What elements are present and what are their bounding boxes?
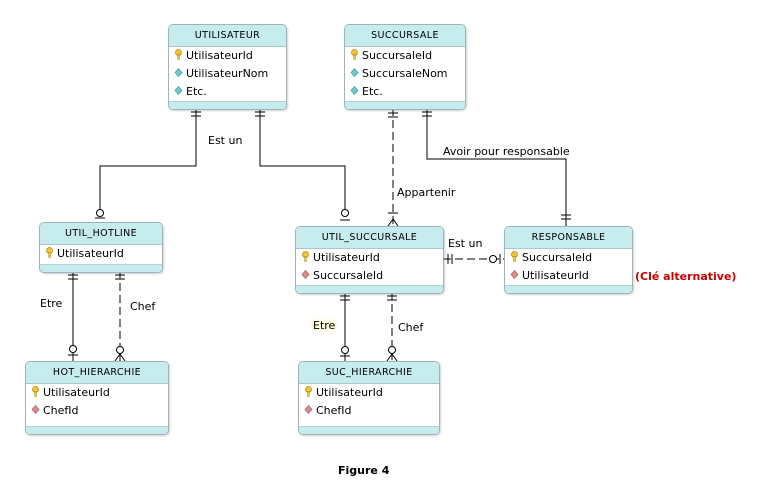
label-avoir-pour-responsable: Avoir pour responsable	[443, 145, 570, 158]
entity-title: SUC_HIERARCHIE	[299, 362, 439, 384]
entity-field: SuccursaleId	[505, 249, 632, 267]
foreign-key-diamond-icon	[301, 269, 313, 282]
label-etre-2: Etre	[311, 319, 338, 332]
entity-footer	[26, 426, 168, 434]
attribute-diamond-icon	[174, 67, 186, 80]
entity-field: UtilisateurId	[40, 245, 162, 263]
field-name: UtilisateurId	[57, 247, 124, 260]
attribute-diamond-icon	[350, 67, 362, 80]
entity-field: UtilisateurId	[169, 47, 286, 65]
field-name: UtilisateurId	[313, 251, 380, 264]
foreign-key-diamond-icon	[510, 269, 522, 282]
key-icon	[510, 251, 522, 264]
label-est-un-2: Est un	[448, 237, 483, 250]
entity-footer	[296, 285, 443, 293]
line-utilisateur-util-succursale	[259, 108, 346, 209]
entity-field: Etc.	[345, 83, 465, 101]
field-name: SuccursaleNom	[362, 67, 448, 80]
field-name: SuccursaleId	[313, 269, 384, 282]
entity-title: RESPONSABLE	[505, 227, 632, 249]
entity-footer	[169, 101, 286, 109]
entity-field: ChefId	[26, 402, 168, 420]
alternate-key-note: (Clé alternative)	[635, 270, 737, 283]
attribute-diamond-icon	[350, 85, 362, 98]
key-icon	[45, 247, 57, 260]
entity-title: UTIL_SUCCURSALE	[296, 227, 443, 249]
entity-field: UtilisateurId	[26, 384, 168, 402]
field-name: ChefId	[316, 404, 352, 417]
entity-title: UTILISATEUR	[169, 25, 286, 47]
entity-field: SuccursaleNom	[345, 65, 465, 83]
foreign-key-diamond-icon	[304, 404, 316, 417]
field-name: UtilisateurNom	[186, 67, 269, 80]
figure-caption: Figure 4	[338, 464, 390, 477]
field-name: Etc.	[186, 85, 207, 98]
foreign-key-diamond-icon	[31, 404, 43, 417]
entity-title: UTIL_HOTLINE	[40, 223, 162, 245]
entity-title: HOT_HIERARCHIE	[26, 362, 168, 384]
entity-footer	[299, 426, 439, 434]
label-chef-2: Chef	[398, 321, 424, 334]
key-icon	[301, 251, 313, 264]
label-appartenir: Appartenir	[397, 186, 456, 199]
label-chef-1: Chef	[130, 300, 156, 313]
entity-footer	[40, 264, 162, 272]
field-name: UtilisateurId	[316, 386, 383, 399]
entity-footer	[345, 101, 465, 109]
field-name: SuccursaleId	[362, 49, 433, 62]
field-name: UtilisateurId	[186, 49, 253, 62]
entity-title: SUCCURSALE	[345, 25, 465, 47]
entity-field: UtilisateurId	[505, 267, 632, 285]
entity-field: UtilisateurId	[299, 384, 439, 402]
entity-field: ChefId	[299, 402, 439, 420]
field-name: ChefId	[43, 404, 79, 417]
entity-field: UtilisateurId	[296, 249, 443, 267]
key-icon	[31, 386, 43, 399]
attribute-diamond-icon	[174, 85, 186, 98]
key-icon	[350, 49, 362, 62]
field-name: UtilisateurId	[43, 386, 110, 399]
label-etre-1: Etre	[40, 297, 63, 310]
key-icon	[304, 386, 316, 399]
field-name: SuccursaleId	[522, 251, 593, 264]
line-utilisateur-util-hotline	[99, 108, 197, 210]
field-name: Etc.	[362, 85, 383, 98]
entity-field: SuccursaleId	[296, 267, 443, 285]
line-succursale-responsable	[426, 108, 567, 226]
field-name: UtilisateurId	[522, 269, 589, 282]
entity-field: SuccursaleId	[345, 47, 465, 65]
label-est-un-1: Est un	[208, 134, 243, 147]
entity-footer	[505, 285, 632, 293]
entity-field: UtilisateurNom	[169, 65, 286, 83]
key-icon	[174, 49, 186, 62]
entity-field: Etc.	[169, 83, 286, 101]
entity-util-hotline[interactable]: UTIL_HOTLINE UtilisateurId	[39, 222, 163, 273]
